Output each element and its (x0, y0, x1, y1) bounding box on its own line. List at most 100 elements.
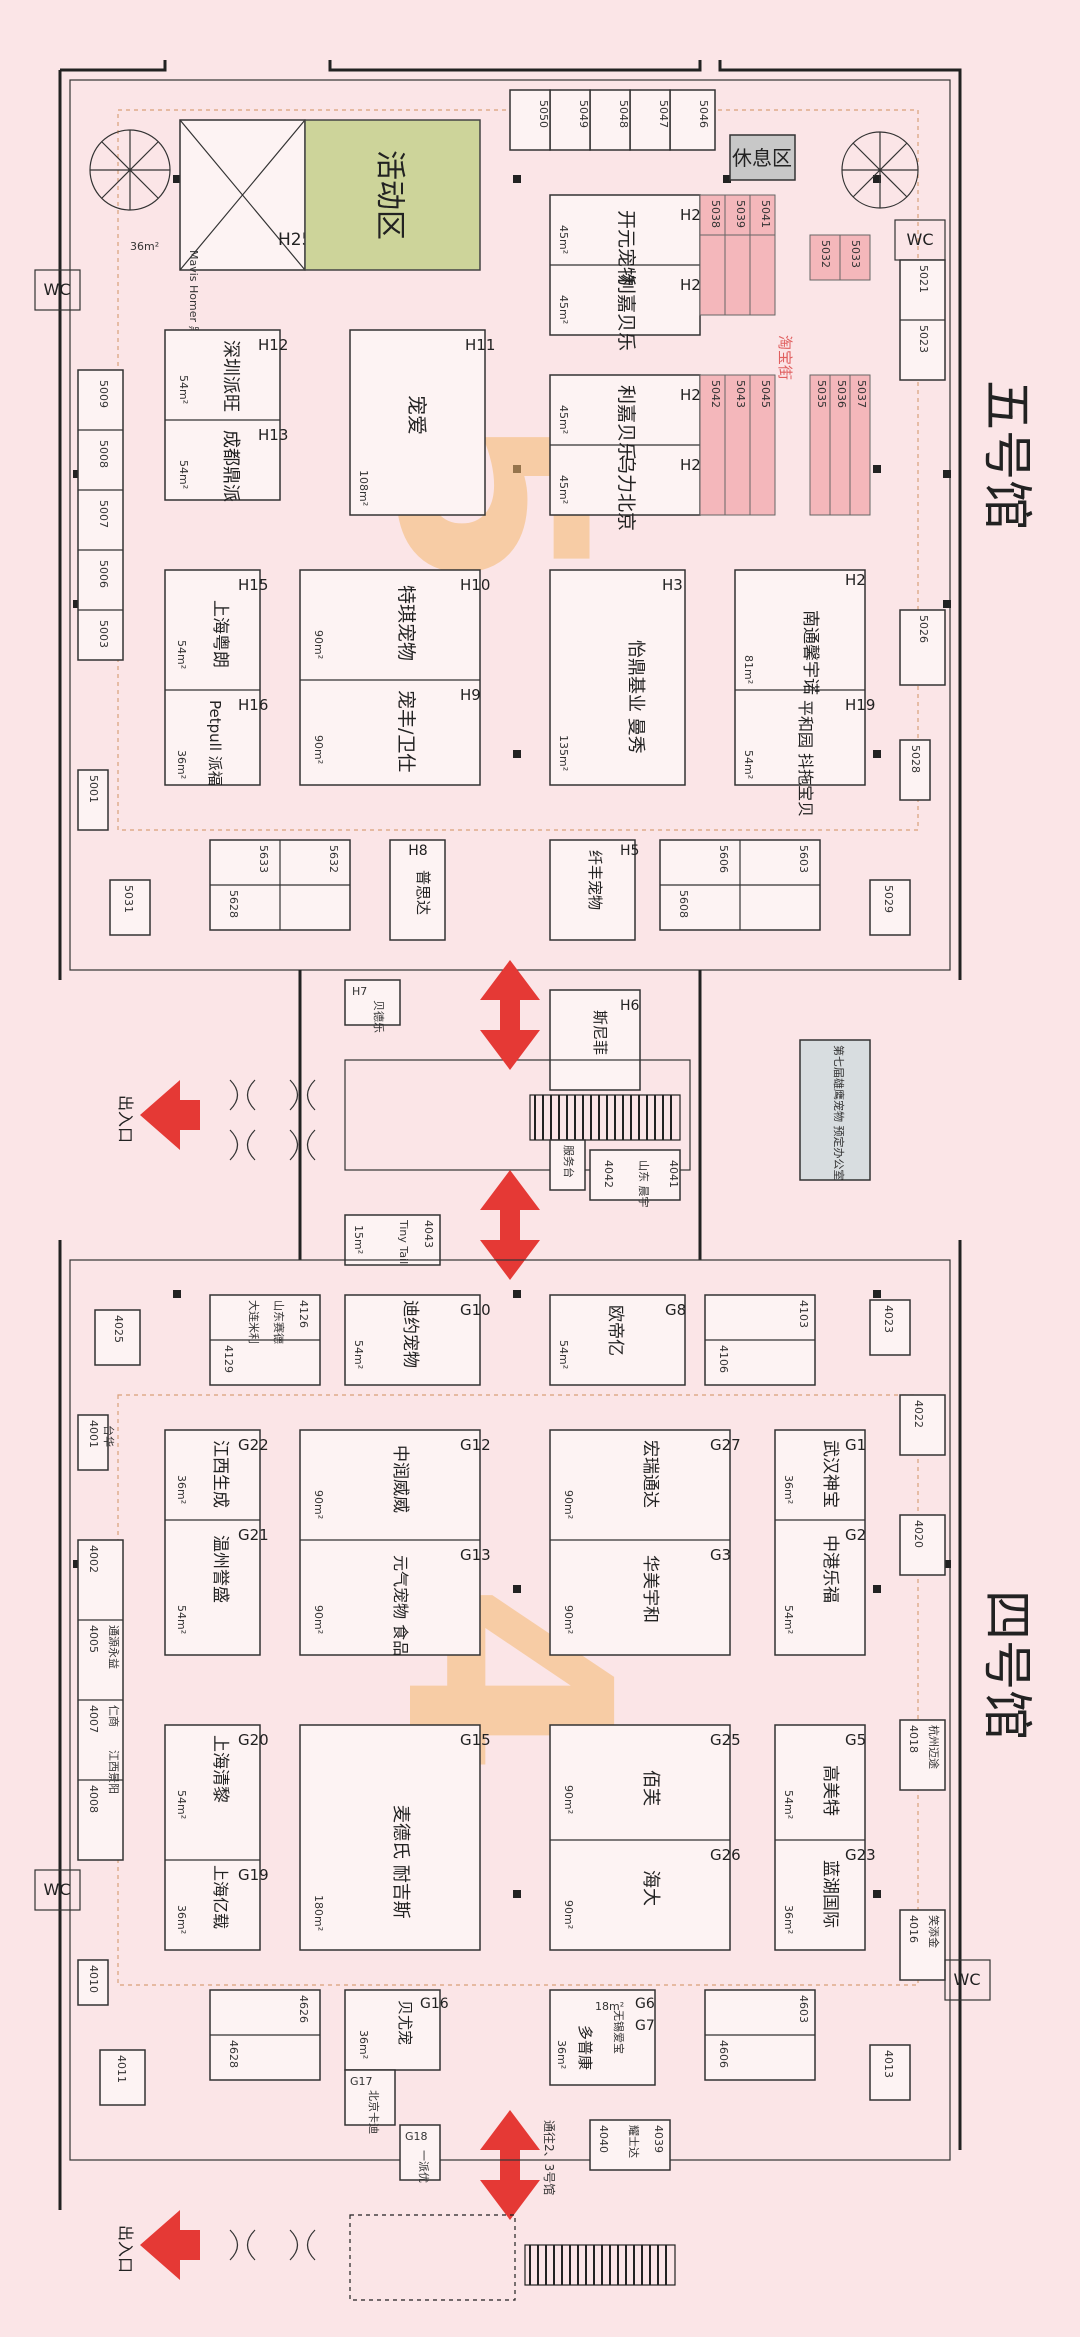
booth-G25-id: G25 (710, 1731, 741, 1749)
stall-5001: 5001 (87, 775, 100, 803)
booth-H23-name: 开元宠物 (615, 210, 637, 286)
booth-G15-id: G15 (460, 1731, 491, 1749)
booth-H25-name: Mavis Homer 黑龙 (187, 250, 200, 348)
booth-G6-area: 18m² (595, 2000, 624, 2013)
stall-4603: 4603 (797, 1995, 810, 2023)
booth-4043[interactable] (344, 1214, 441, 1266)
booth-4040[interactable] (589, 2119, 671, 2171)
booth-G22-area: 36m² (175, 1475, 188, 1504)
stall-5628: 5628 (227, 890, 240, 918)
booth-G16-id: G16 (420, 1996, 449, 2012)
booth-H5-id: H5 (620, 843, 639, 859)
stall-4008-name: 江西景阳 (107, 1750, 120, 1794)
stall-5046: 5046 (697, 100, 710, 128)
booth-G27-name: 宏瑞通达 (640, 1440, 660, 1508)
stall-4628: 4628 (227, 2040, 240, 2068)
booth-G18-name: 一派优 (417, 2150, 430, 2183)
booth-G13-name: 元气宠物 食品 (391, 1555, 410, 1656)
stall-5023: 5023 (917, 325, 930, 353)
wc-5-left (34, 269, 81, 311)
booth-G8[interactable] (549, 1294, 686, 1386)
booth-G7-name: 多普康 (576, 2025, 594, 2070)
booth-H2-H19[interactable] (734, 569, 866, 786)
booth-G13-id: G13 (460, 1546, 491, 1564)
booth-G16[interactable] (344, 1989, 441, 2071)
booth-G18-id: G18 (405, 2130, 428, 2143)
booth-G17-id: G17 (350, 2075, 373, 2088)
booth-H12-H13[interactable] (164, 329, 281, 501)
booth-H9-name: 宠丰/卫仕 (395, 690, 417, 772)
exit-label-top: 出入口 (116, 1095, 135, 1143)
booth-G1-name: 武汉神宝 (820, 1440, 840, 1508)
stall-5037: 5037 (855, 380, 868, 408)
booth-G27-G3[interactable] (549, 1429, 731, 1656)
booth-H10-area: 90m² (312, 630, 325, 659)
stall-5031: 5031 (122, 885, 135, 913)
booth-H6[interactable] (549, 989, 641, 1091)
booth-G10[interactable] (344, 1294, 481, 1386)
booth-H5-name: 纤丰宠物 (586, 850, 604, 910)
booth-G6-G7[interactable] (549, 1989, 656, 2086)
booth-4041[interactable] (589, 1149, 681, 1201)
booth-G17-name: 北京卡迪 (367, 2090, 381, 2134)
stall-5043: 5043 (734, 380, 747, 408)
booth-H15-H16[interactable] (164, 569, 261, 786)
booth-G25-G26[interactable] (549, 1724, 731, 1951)
stall-4005: 4005 (87, 1625, 100, 1653)
booth-G12-G13[interactable] (299, 1429, 481, 1656)
booth-G1-G2[interactable] (774, 1429, 866, 1656)
booth-G25-area: 90m² (562, 1785, 575, 1814)
booth-G20-id: G20 (238, 1731, 269, 1749)
stall-5042: 5042 (709, 380, 722, 408)
booth-H5[interactable] (549, 839, 636, 941)
booth-G2-name: 中港乐福 (820, 1535, 840, 1603)
booth-G22-G21[interactable] (164, 1429, 261, 1656)
stall-5606: 5606 (717, 845, 730, 873)
booth-G18[interactable] (399, 2124, 441, 2181)
booth-H10-H9[interactable] (299, 569, 481, 786)
booth-G15[interactable] (299, 1724, 481, 1951)
booth-G23-id: G23 (845, 1846, 876, 1864)
stall-4016-name: 笑添金 (927, 1915, 941, 1948)
booth-H8[interactable] (389, 839, 446, 941)
booth-H13-area: 54m² (177, 460, 190, 489)
booth-G5-G23[interactable] (774, 1724, 866, 1951)
stall-4008: 4008 (87, 1785, 100, 1813)
booth-4039-id: 4039 (652, 2125, 665, 2153)
hall4-right-stalls: 4023 4022 4020 4018 杭州迈途 4016 笑添金 4013 W… (869, 1299, 991, 2101)
booth-H2-name: 南通馨宇诺 (800, 610, 820, 695)
booth-H13-id: H13 (258, 426, 288, 444)
booth-H7[interactable] (344, 979, 401, 1026)
reservation-office (799, 1039, 871, 1181)
stall-4001-name: 台华 (102, 1425, 116, 1447)
stall-5632: 5632 (327, 845, 340, 873)
stall-4011: 4011 (115, 2055, 128, 2083)
booth-H19-id: H19 (845, 696, 875, 714)
booth-G23-name: 蓝湖国际 (820, 1860, 840, 1928)
booth-G22-name: 江西生成 (210, 1440, 230, 1508)
booth-G17[interactable] (344, 2069, 396, 2126)
stall-5633: 5633 (257, 845, 270, 873)
booth-G10-name: 迪约宠物 (400, 1300, 420, 1368)
booth-H21-area: 45m² (557, 405, 570, 434)
booth-H11[interactable] (349, 329, 486, 516)
connector-area: H7 贝德乐 H6 斯尼菲 服务台 4041 山东 晨宇 4042 4043 T… (116, 960, 871, 2280)
booth-H16-area: 36m² (175, 750, 188, 779)
stall-5603: 5603 (797, 845, 810, 873)
booth-G19-area: 36m² (175, 1905, 188, 1934)
booth-G20-G19[interactable] (164, 1724, 261, 1951)
stall-5049: 5049 (577, 100, 590, 128)
booth-H19-area: 54m² (742, 750, 755, 779)
stall-4018: 4018 (907, 1725, 920, 1753)
stall-4126: 4126 (297, 1300, 310, 1328)
booth-H25-area: 36m² (130, 240, 159, 253)
booth-G20-area: 54m² (175, 1790, 188, 1819)
booth-G2-area: 54m² (782, 1605, 795, 1634)
stall-4001: 4001 (87, 1420, 100, 1448)
wc-5-right-label: WC (907, 230, 934, 249)
stall-4005-name: 通源永益 (107, 1625, 121, 1669)
booth-H11-area: 108m² (357, 470, 370, 506)
stall-4129: 4129 (222, 1345, 235, 1373)
escalator (529, 1094, 681, 1141)
booth-H3[interactable] (549, 569, 686, 786)
